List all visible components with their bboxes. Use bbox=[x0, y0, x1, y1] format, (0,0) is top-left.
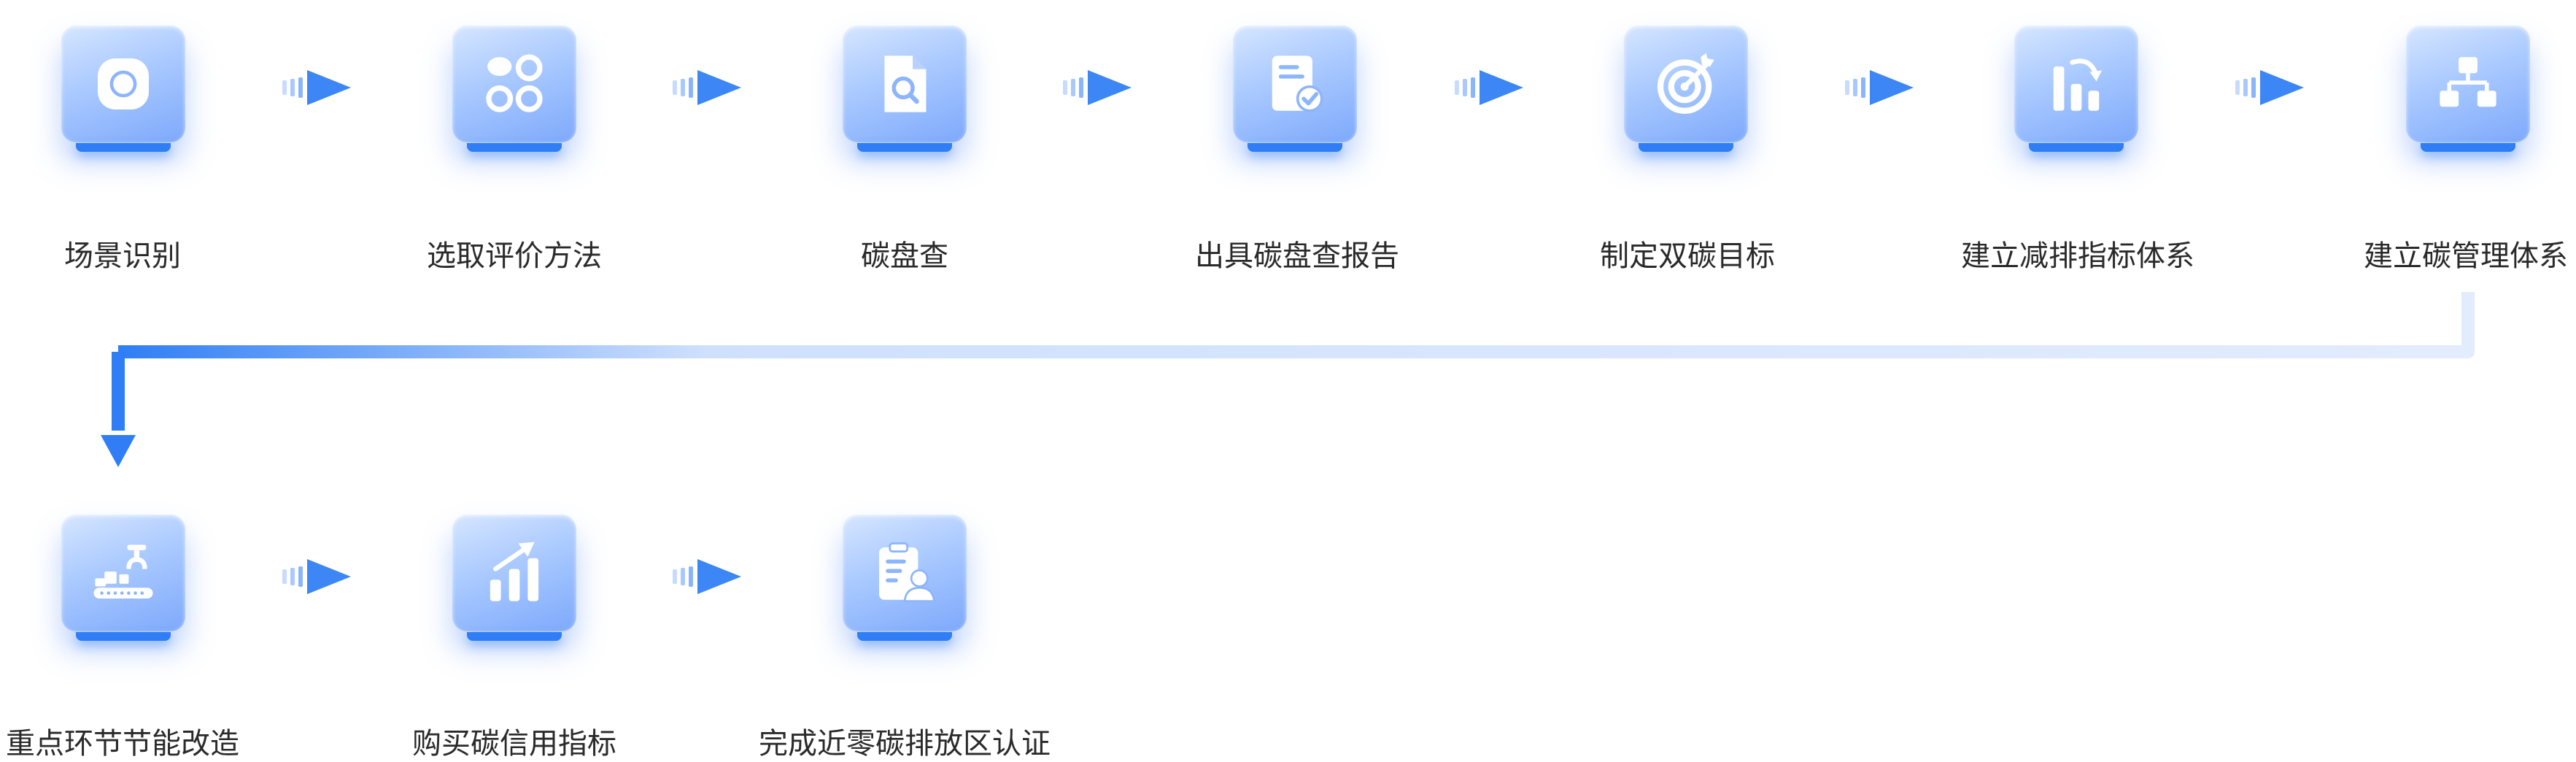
step-label: 制定双碳目标 bbox=[1600, 240, 1775, 272]
flow-arrow bbox=[1061, 67, 1134, 108]
step-set-targets bbox=[1624, 26, 1748, 153]
step-scene-recognition bbox=[61, 26, 185, 153]
flow-arrow bbox=[281, 67, 354, 108]
scan-icon bbox=[98, 58, 149, 109]
step-tile-base bbox=[2029, 143, 2124, 152]
grid-circles-icon bbox=[486, 54, 543, 112]
step-tile-base bbox=[76, 143, 171, 152]
step-tile-base bbox=[857, 143, 952, 152]
flow-arrow bbox=[2234, 67, 2307, 108]
step-tile bbox=[1233, 26, 1357, 142]
flow-arrow bbox=[1453, 67, 1526, 108]
step-tile bbox=[2406, 26, 2530, 142]
step-label: 选取评价方法 bbox=[427, 240, 602, 272]
step-tile-base bbox=[467, 632, 562, 641]
step-label: 重点环节节能改造 bbox=[6, 728, 239, 760]
clipboard-user-icon bbox=[879, 542, 936, 603]
flow-arrow bbox=[671, 556, 744, 597]
robotic-arm-icon bbox=[93, 544, 153, 599]
step-label: 购买碳信用指标 bbox=[412, 728, 616, 760]
flow-arrow bbox=[671, 67, 744, 108]
flow-arrow bbox=[281, 556, 354, 597]
step-label: 场景识别 bbox=[64, 240, 181, 272]
bar-chart-up-icon bbox=[490, 542, 539, 601]
step-carbon-inventory bbox=[843, 26, 967, 153]
step-label: 建立碳管理体系 bbox=[2364, 240, 2568, 272]
step-tile-base bbox=[2421, 143, 2515, 152]
step-tile bbox=[61, 26, 185, 142]
step-reduction-index bbox=[2014, 26, 2138, 153]
connector-arrowhead bbox=[101, 435, 136, 467]
step-tile bbox=[843, 26, 967, 142]
step-tile bbox=[452, 26, 576, 142]
step-issue-report bbox=[1233, 26, 1357, 153]
step-tile bbox=[2014, 26, 2138, 142]
step-label: 出具碳盘查报告 bbox=[1195, 240, 1399, 272]
step-tile-base bbox=[1639, 143, 1733, 152]
step-tile bbox=[843, 515, 967, 631]
step-certification bbox=[843, 515, 967, 642]
step-tile-base bbox=[467, 143, 562, 152]
step-buy-credits bbox=[452, 515, 576, 642]
document-search-icon bbox=[884, 55, 927, 112]
step-tile-base bbox=[76, 632, 171, 641]
step-label: 完成近零碳排放区认证 bbox=[759, 728, 1051, 760]
org-chart-icon bbox=[2440, 57, 2496, 107]
step-tile bbox=[1624, 26, 1748, 142]
step-tile bbox=[452, 515, 576, 631]
step-label: 碳盘查 bbox=[861, 240, 948, 272]
target-icon bbox=[1657, 53, 1714, 114]
step-tile-base bbox=[857, 632, 952, 641]
report-check-icon bbox=[1272, 55, 1323, 112]
bar-chart-down-icon bbox=[2053, 58, 2102, 111]
step-management-system bbox=[2406, 26, 2530, 153]
step-energy-retrofit bbox=[61, 515, 185, 642]
flow-arrow bbox=[1844, 67, 1916, 108]
step-tile-base bbox=[1248, 143, 1342, 152]
step-select-method bbox=[452, 26, 576, 153]
step-tile bbox=[61, 515, 185, 631]
step-label: 建立减排指标体系 bbox=[1961, 240, 2194, 272]
